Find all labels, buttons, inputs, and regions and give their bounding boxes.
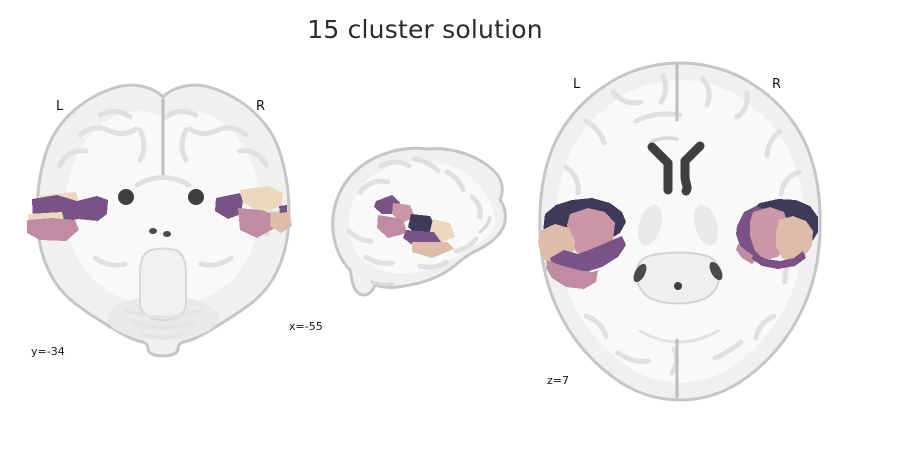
sulcus-line: [370, 280, 394, 287]
sulcus-line: [363, 254, 395, 266]
corpus-callosum-arc: [134, 175, 192, 188]
sulcus-line: [411, 156, 441, 174]
coronal-coord-label: y=-34: [31, 345, 65, 358]
sagittal-view: [331, 146, 507, 297]
sulcus-line: [92, 255, 128, 268]
sulcus-line: [417, 259, 449, 270]
sulcus-line: [563, 164, 581, 196]
coronal-view: [27, 83, 292, 358]
sulcus-line: [753, 313, 777, 341]
sulcus-line: [77, 125, 139, 138]
cluster-patch: [752, 251, 806, 269]
brainstem-dark-spot: [163, 231, 171, 237]
sulcus-line: [764, 128, 783, 159]
cluster-patch: [776, 216, 813, 263]
sagittal-clusters: [374, 195, 455, 258]
cluster-patch: [392, 203, 415, 223]
cluster-patch: [270, 210, 292, 233]
sulcus-line: [346, 228, 374, 244]
cluster-patch: [377, 215, 407, 238]
sulcus-line: [615, 350, 651, 364]
sulcus-line: [378, 159, 412, 169]
coronal-left-label: L: [56, 99, 64, 114]
cluster-patch: [27, 218, 79, 241]
cluster-patch: [412, 242, 454, 258]
cluster-patch: [215, 193, 243, 219]
sulcus-line: [778, 169, 802, 197]
sulcus-line: [469, 194, 483, 220]
thalamus-shade: [693, 204, 719, 246]
sulcus-line: [163, 109, 199, 120]
thalamus-shade: [637, 204, 663, 246]
axial-coord-label: z=7: [547, 374, 569, 387]
cluster-patch: [238, 208, 277, 238]
sulcus-line: [700, 76, 712, 108]
coronal-white-matter: [65, 111, 261, 306]
figure-title: 15 cluster solution: [307, 15, 543, 44]
sulcus-line: [610, 89, 644, 106]
ventricle-dark: [647, 142, 673, 195]
sulcus-line: [179, 127, 189, 163]
sulcus-line: [137, 127, 147, 163]
axial-view: [538, 61, 822, 402]
coronal-brain-anatomy: [35, 83, 291, 358]
sulcus-line: [734, 90, 750, 120]
sulcus-line: [97, 109, 133, 120]
midbrain-outline: [635, 251, 721, 305]
coronal-brainstem: [139, 247, 187, 322]
sulcus-line: [57, 148, 89, 168]
cluster-patch: [240, 186, 283, 213]
axial-left-label: L: [573, 77, 581, 92]
cluster-patch: [546, 260, 598, 289]
sulcus-line: [712, 339, 744, 361]
sulcus-line: [453, 236, 479, 254]
sulcus-line: [357, 178, 391, 195]
sulcus-line: [444, 169, 466, 193]
lateral-ventricle-dark: [118, 189, 134, 205]
sulcus-line: [583, 313, 609, 339]
axial-white-matter: [555, 80, 805, 383]
cerebellum-striation: [130, 320, 196, 330]
sulcus-line: [478, 216, 492, 234]
midbrain-dark-comma: [709, 261, 723, 281]
sulcus-line: [198, 255, 234, 268]
lateral-ventricle-dark: [188, 189, 204, 205]
cluster-patch: [550, 236, 626, 272]
sulcus-line: [237, 148, 269, 168]
cerebellum-striation: [139, 331, 187, 339]
sulcus-line: [187, 125, 249, 138]
sulcus-line: [658, 73, 669, 105]
cluster-patch: [279, 205, 287, 213]
axial-clusters: [538, 198, 818, 289]
ventricle-dark: [680, 141, 705, 196]
sulcus-line: [649, 136, 679, 144]
axial-brain-anatomy: [538, 61, 822, 402]
axial-right-label: R: [772, 77, 782, 92]
sulcus-line: [583, 118, 607, 146]
aqueduct-dark-dot: [674, 282, 682, 290]
brainstem-dark-spot: [149, 228, 157, 234]
cerebellum-striation: [123, 308, 203, 319]
coronal-clusters: [27, 186, 292, 241]
sagittal-coord-label: x=-55: [289, 320, 323, 333]
coronal-right-label: R: [256, 99, 266, 114]
midbrain-dark-comma: [633, 263, 647, 283]
